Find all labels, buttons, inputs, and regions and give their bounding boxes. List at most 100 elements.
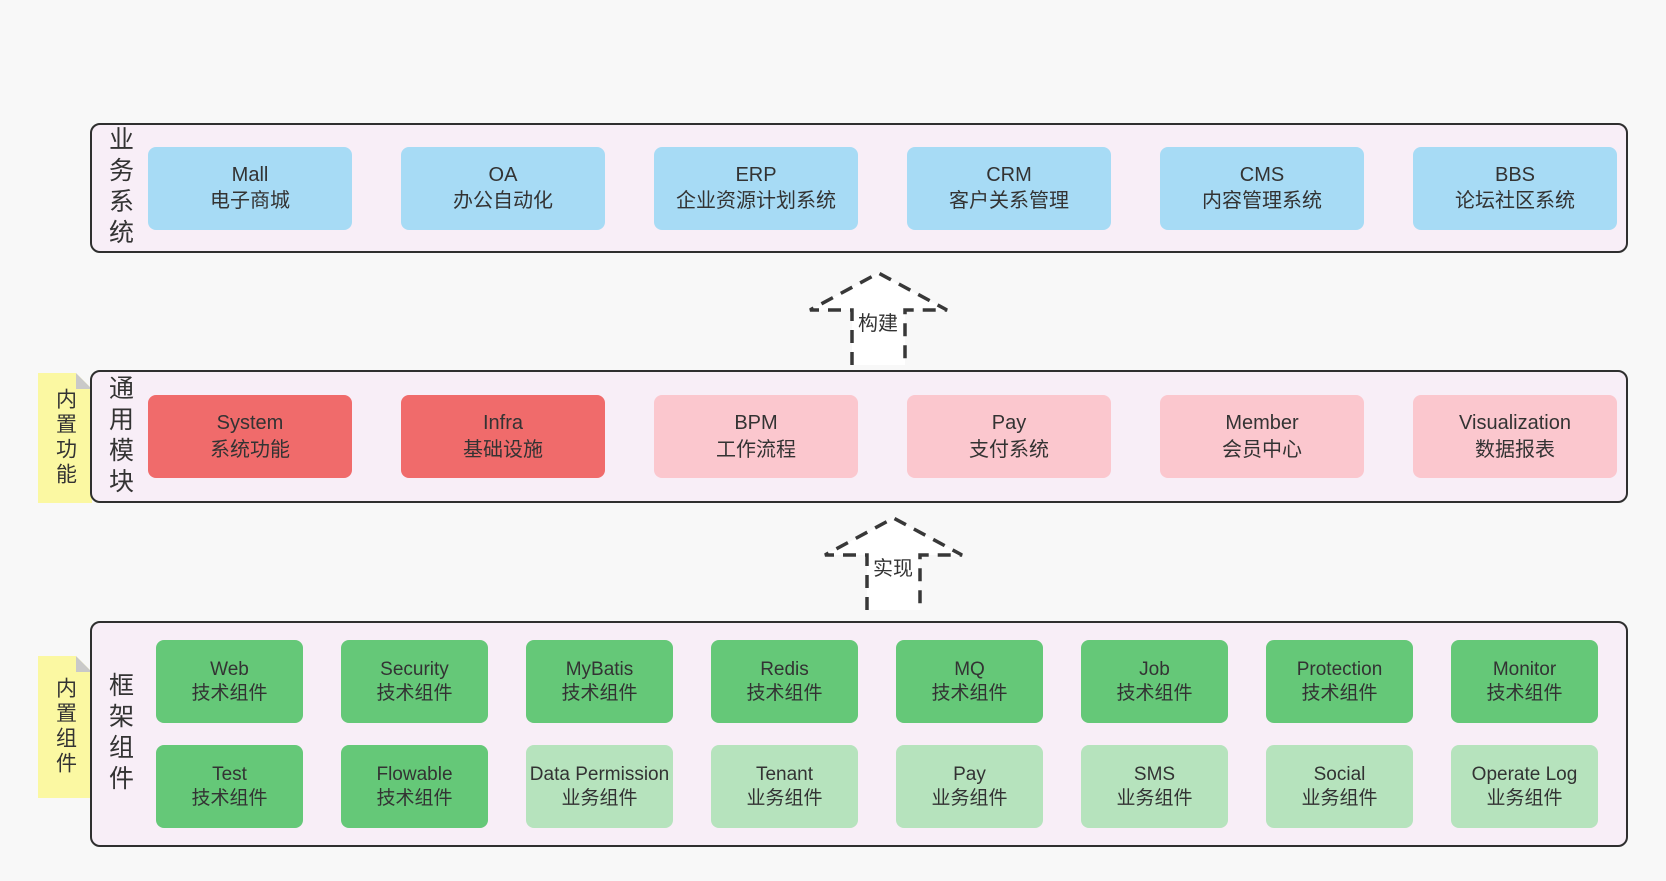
layer-common-modules-label: 通用模块 [105, 374, 134, 499]
node-oa: OA 办公自动化 [401, 146, 605, 230]
node-subtitle: 企业资源计划系统 [676, 190, 836, 212]
node-crm: CRM 客户关系管理 [907, 146, 1111, 230]
node-infra: Infra 基础设施 [401, 395, 605, 478]
sticky-note-builtin-components: 内置组件 [38, 656, 92, 798]
sticky-note-builtin-components-label: 内置组件 [53, 677, 77, 777]
node-subtitle: 技术组件 [191, 682, 268, 704]
node-subtitle: 客户关系管理 [949, 190, 1069, 212]
node-title: OA [488, 163, 518, 186]
node-subtitle: 技术组件 [746, 682, 823, 704]
node-subtitle: 技术组件 [1116, 682, 1193, 704]
layer-business-systems-label: 业务系统 [105, 126, 134, 250]
node-title: MQ [954, 658, 985, 680]
node-subtitle: 工作流程 [716, 438, 796, 461]
node-title: Job [1139, 658, 1170, 680]
node-subtitle: 电子商城 [210, 190, 290, 212]
node-subtitle: 办公自动化 [453, 190, 553, 212]
box-row: Mall 电子商城 OA 办公自动化 ERP 企业资源计划系统 CRM 客户关系管理 CMS 内容… [148, 146, 1618, 230]
node-subtitle: 内容管理系统 [1202, 190, 1322, 212]
node-subtitle: 技术组件 [1301, 682, 1378, 704]
layer-business-systems: 业务系统 Mall 电子商城 OA 办公自动化 ERP 企业资源计划系统 CRM 客户关系管理… [90, 123, 1628, 253]
node-title: Visualization [1459, 412, 1571, 435]
node-title: BPM [734, 412, 778, 435]
node-subtitle: 业务组件 [1301, 787, 1378, 809]
node-title: CMS [1239, 163, 1285, 186]
node-title: Redis [760, 658, 809, 680]
node-title: Social [1313, 763, 1366, 785]
node-title: Test [212, 763, 247, 785]
node-system: System 系统功能 [148, 395, 352, 478]
node-title: Protection [1296, 658, 1383, 680]
node-cms: CMS 内容管理系统 [1160, 146, 1364, 230]
node-title: Mall [231, 163, 269, 186]
node-subtitle: 论坛社区系统 [1455, 190, 1575, 212]
node-title: Web [210, 658, 249, 680]
node-subtitle: 业务组件 [931, 787, 1008, 809]
node-title: Tenant [755, 763, 814, 785]
node-subtitle: 业务组件 [746, 787, 823, 809]
node-subtitle: 技术组件 [1486, 682, 1563, 704]
node-subtitle: 会员中心 [1222, 438, 1302, 461]
node-subtitle: 技术组件 [561, 682, 638, 704]
sticky-note-builtin-features: 内置功能 [38, 373, 92, 503]
node-visualization: Visualization 数据报表 [1413, 395, 1617, 478]
node-subtitle: 数据报表 [1475, 438, 1555, 461]
node-subtitle: 技术组件 [376, 682, 453, 704]
node-subtitle: 业务组件 [561, 787, 638, 809]
layer-framework-components-label: 框架组件 [105, 672, 134, 796]
node-title: Monitor [1492, 658, 1557, 680]
node-subtitle: 技术组件 [376, 787, 453, 809]
node-bpm: BPM 工作流程 [654, 395, 858, 478]
node-title: Flowable [376, 763, 453, 785]
node-title: Operate Log [1471, 763, 1578, 785]
node-title: MyBatis [565, 658, 634, 680]
node-member: Member 会员中心 [1160, 395, 1364, 478]
node-subtitle: 基础设施 [463, 438, 543, 461]
node-title: Pay [991, 412, 1027, 435]
node-title: Member [1225, 412, 1299, 435]
node-title: CRM [986, 163, 1032, 186]
node-title: Data Permission [529, 763, 670, 785]
node-title: SMS [1133, 763, 1176, 785]
node-subtitle: 系统功能 [210, 438, 290, 461]
implement-arrow-label: 实现 [871, 557, 915, 581]
build-arrow-label: 构建 [856, 312, 900, 336]
node-title: Infra [482, 412, 524, 435]
node-title: System [216, 412, 284, 435]
sticky-note-builtin-features-label: 内置功能 [53, 388, 77, 488]
node-title: ERP [735, 163, 777, 186]
node-mall: Mall 电子商城 [148, 146, 352, 230]
node-subtitle: 技术组件 [191, 787, 268, 809]
node-title: Pay [953, 763, 986, 785]
layer-business-systems-boxes: Mall 电子商城 OA 办公自动化 ERP 企业资源计划系统 CRM 客户关系管理 CMS 内容… [148, 125, 1618, 251]
node-subtitle: 业务组件 [1486, 787, 1563, 809]
node-erp: ERP 企业资源计划系统 [654, 146, 858, 230]
node-title: Security [380, 658, 449, 680]
